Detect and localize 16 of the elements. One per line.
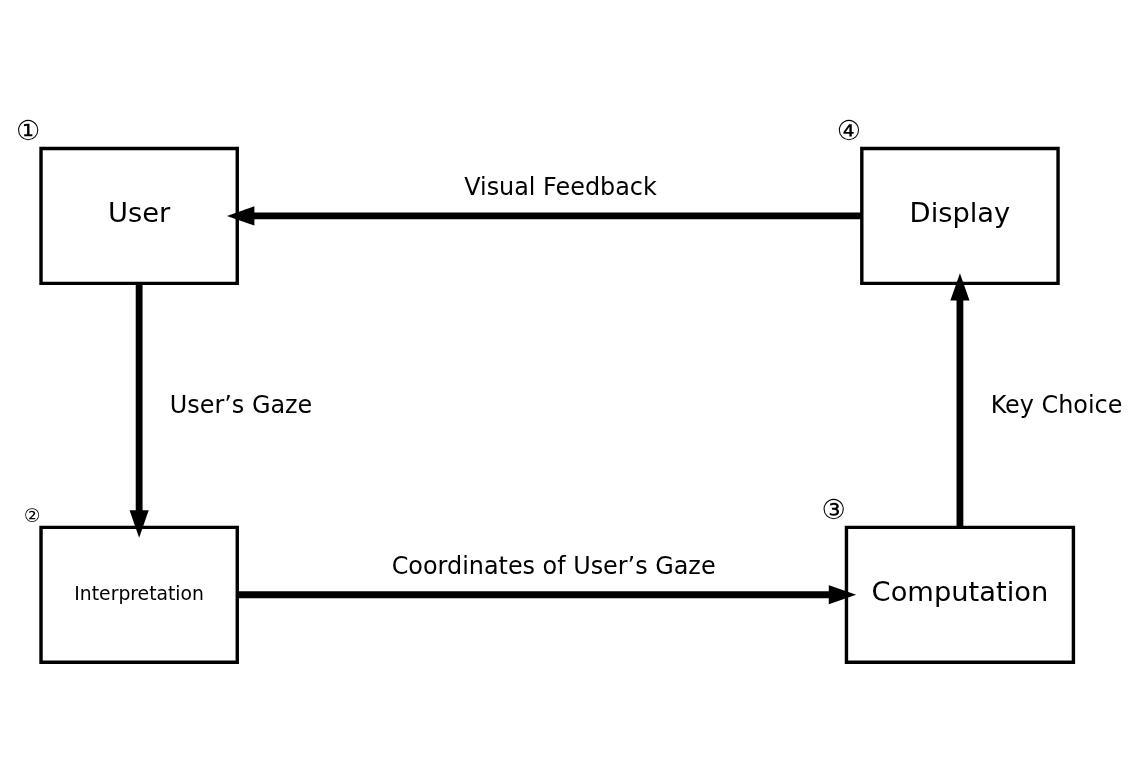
arrow: [227, 205, 862, 226]
arrow: [950, 272, 970, 527]
edge-label: Visual Feedback: [464, 172, 657, 201]
node-label: ③: [821, 492, 846, 524]
edge-label: Coordinates of User’s Gaze: [391, 551, 716, 580]
edge-label: Key Choice: [990, 390, 1123, 419]
node-label: ②: [24, 504, 41, 526]
node-box: Computation: [844, 525, 1076, 664]
arrow: [129, 282, 149, 538]
node-box: Interpretation: [39, 525, 239, 664]
edge-label: User’s Gaze: [169, 390, 313, 419]
arrow: [237, 584, 857, 604]
node-box: User: [39, 146, 239, 285]
node-label: ①: [15, 114, 41, 146]
node-box: Display: [860, 146, 1060, 285]
node-label: ④: [836, 114, 862, 146]
